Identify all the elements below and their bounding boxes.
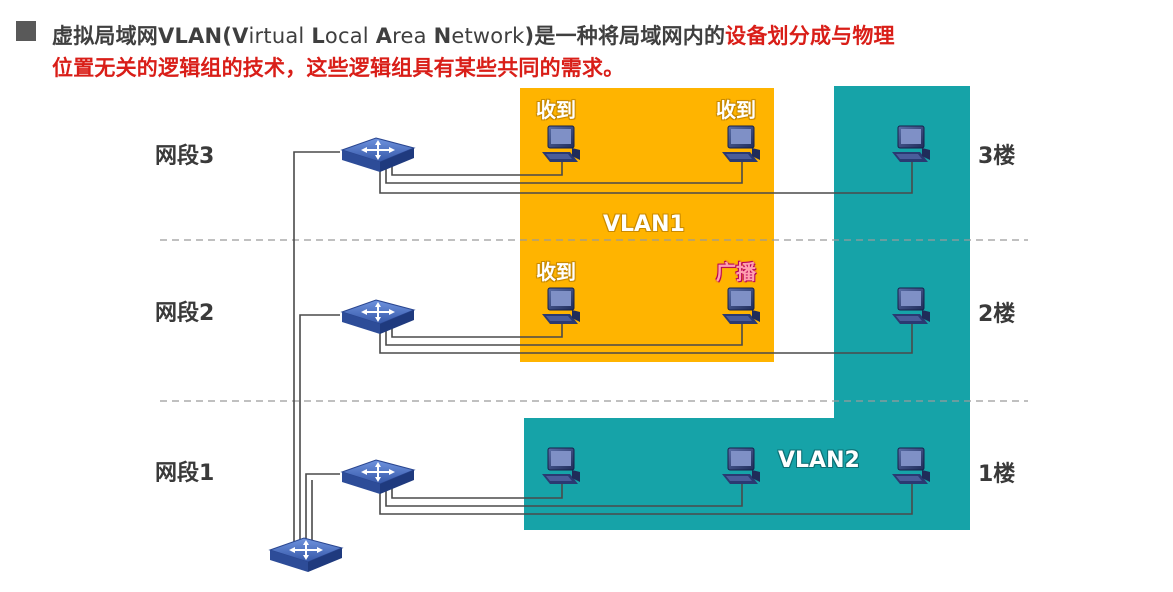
floor-label: 3楼 [978,144,1016,169]
pc-icon [721,447,761,485]
pc-icon [891,447,931,485]
pc-icon [541,447,581,485]
header-text: 虚拟局域网VLAN( [52,24,233,48]
pc-icon [891,287,931,325]
header-line-2: 位置无关的逻辑组的技术，这些逻辑组具有某些共同的需求。 [52,56,625,80]
header-text: V [232,24,249,48]
pc-broadcast-label: 广播 [716,260,756,284]
pc-status-label: 收到 [716,98,756,122]
segment-label: 网段2 [155,301,215,326]
pc-icon [541,125,581,163]
floor-label: 2楼 [978,302,1016,327]
vlan1-label: VLAN1 [603,212,685,237]
switch-core [269,537,343,580]
header-text: )是一种将局域网内的 [524,24,726,48]
header-text-highlight: 设备划分成与物理 [725,24,895,48]
header-text: rea [392,24,434,48]
header-text: N [433,24,452,48]
vlan2-label: VLAN2 [778,448,860,473]
vlan2-area [524,86,970,530]
header-text: A [375,24,393,48]
bullet-square-icon [16,21,36,41]
header-text: ocal [324,24,376,48]
header-text: irtual [248,24,312,48]
network-cables [293,151,913,545]
segment-label: 网段3 [155,144,215,169]
floor-label: 1楼 [978,462,1016,487]
header-line-1: 虚拟局域网VLAN(Virtual Local Area Network)是一种… [52,20,895,50]
switch-segment-3 [341,137,415,180]
pc-icon [721,287,761,325]
pc-status-label: 收到 [536,98,576,122]
segment-label: 网段1 [155,461,215,486]
header-text: etwork [451,24,525,48]
pc-icon [721,125,761,163]
switch-segment-2 [341,299,415,342]
pc-status-label: 收到 [536,260,576,284]
switch-segment-1 [341,459,415,502]
pc-icon [891,125,931,163]
pc-icon [541,287,581,325]
header-text: L [311,24,325,48]
